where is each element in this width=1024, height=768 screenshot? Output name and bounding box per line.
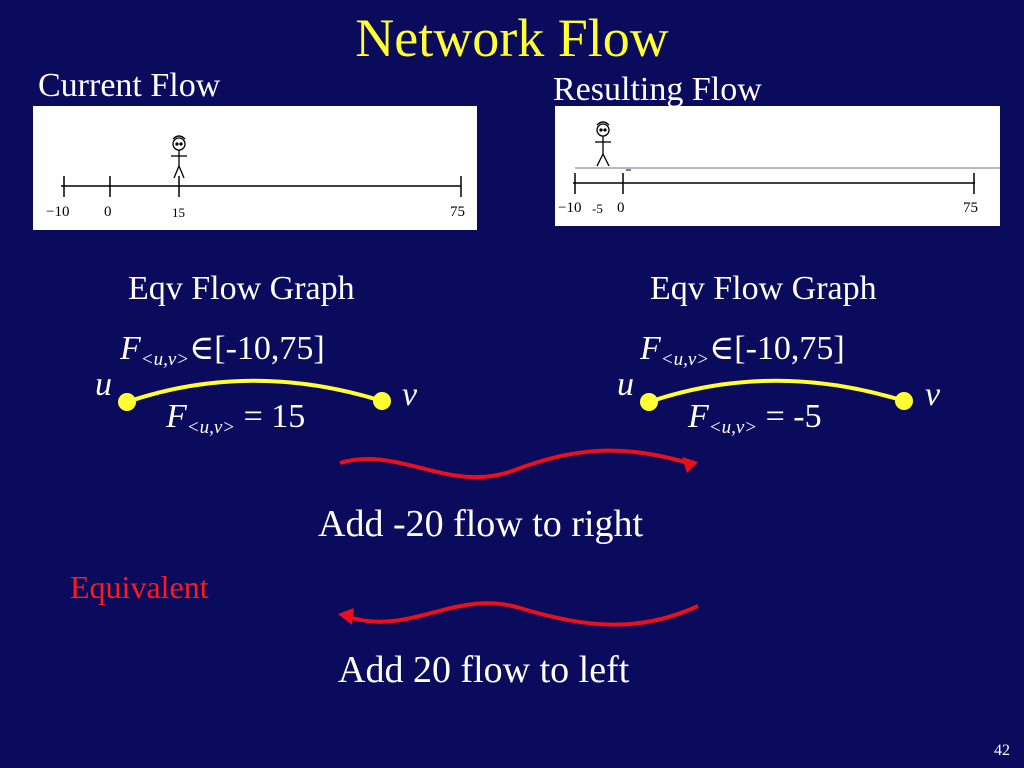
tick-label-0: 0 xyxy=(617,200,625,216)
tick-label-15: 15 xyxy=(172,205,185,220)
node-u xyxy=(118,393,136,411)
capacity-subscript: <u,v> xyxy=(660,349,710,370)
flow-value: = 15 xyxy=(235,398,306,435)
left-capacity-label: F<u,v>∈[-10,75] xyxy=(120,330,325,379)
capacity-symbol: F xyxy=(640,330,661,367)
left-flow-edge xyxy=(118,378,391,411)
current-flow-numberline xyxy=(61,135,462,197)
tick-label-75: 75 xyxy=(450,204,465,220)
right-capacity-label: F<u,v>∈[-10,75] xyxy=(640,330,845,379)
capacity-range: ∈[-10,75] xyxy=(709,330,845,367)
page-number: 42 xyxy=(994,742,1010,759)
flow-symbol: F xyxy=(166,398,187,435)
current-flow-numberline-panel: −10 0 15 75 xyxy=(33,106,477,230)
flow-value: = -5 xyxy=(757,398,822,435)
right-flow-edge xyxy=(640,378,913,411)
right-flow-value-label: F<u,v> = -5 xyxy=(688,398,822,447)
capacity-symbol: F xyxy=(120,330,141,367)
stick-figure-icon xyxy=(171,135,187,179)
tick-label-75: 75 xyxy=(963,200,978,216)
edge-arc xyxy=(126,378,383,404)
flow-subscript: <u,v> xyxy=(186,417,236,438)
left-flow-value-label: F<u,v> = 15 xyxy=(166,398,305,447)
current-flow-heading: Current Flow xyxy=(38,67,221,104)
tick-label-minus10: −10 xyxy=(46,204,70,220)
right-eqv-flow-graph-heading: Eqv Flow Graph xyxy=(650,270,877,307)
add-left-caption: Add 20 flow to left xyxy=(338,649,630,691)
node-u xyxy=(640,393,658,411)
right-node-u-label: u xyxy=(617,366,634,403)
tick-label-0: 0 xyxy=(104,204,112,220)
equivalent-label: Equivalent xyxy=(70,569,209,605)
wavy-right-arrow-icon xyxy=(339,448,698,480)
tick-label-minus5: -5 xyxy=(592,201,603,216)
left-node-u-label: u xyxy=(95,366,112,403)
right-node-v-label: v xyxy=(925,376,941,413)
resulting-flow-heading: Resulting Flow xyxy=(553,71,762,108)
capacity-range: ∈[-10,75] xyxy=(189,330,325,367)
add-right-caption: Add -20 flow to right xyxy=(318,503,644,545)
resulting-flow-numberline xyxy=(573,121,1000,194)
left-node-v-label: v xyxy=(402,376,418,413)
edge-arc xyxy=(648,378,905,404)
left-eqv-flow-graph-heading: Eqv Flow Graph xyxy=(128,270,355,307)
slide-title: Network Flow xyxy=(355,8,669,68)
node-v xyxy=(373,392,391,410)
resulting-flow-numberline-panel: −10 -5 0 75 xyxy=(555,106,1000,226)
capacity-subscript: <u,v> xyxy=(140,349,190,370)
node-v xyxy=(895,392,913,410)
wavy-left-arrow-icon xyxy=(338,601,699,627)
flow-subscript: <u,v> xyxy=(708,417,758,438)
flow-symbol: F xyxy=(688,398,709,435)
tick-label-minus10: −10 xyxy=(558,200,582,216)
stick-figure-icon xyxy=(595,121,611,167)
